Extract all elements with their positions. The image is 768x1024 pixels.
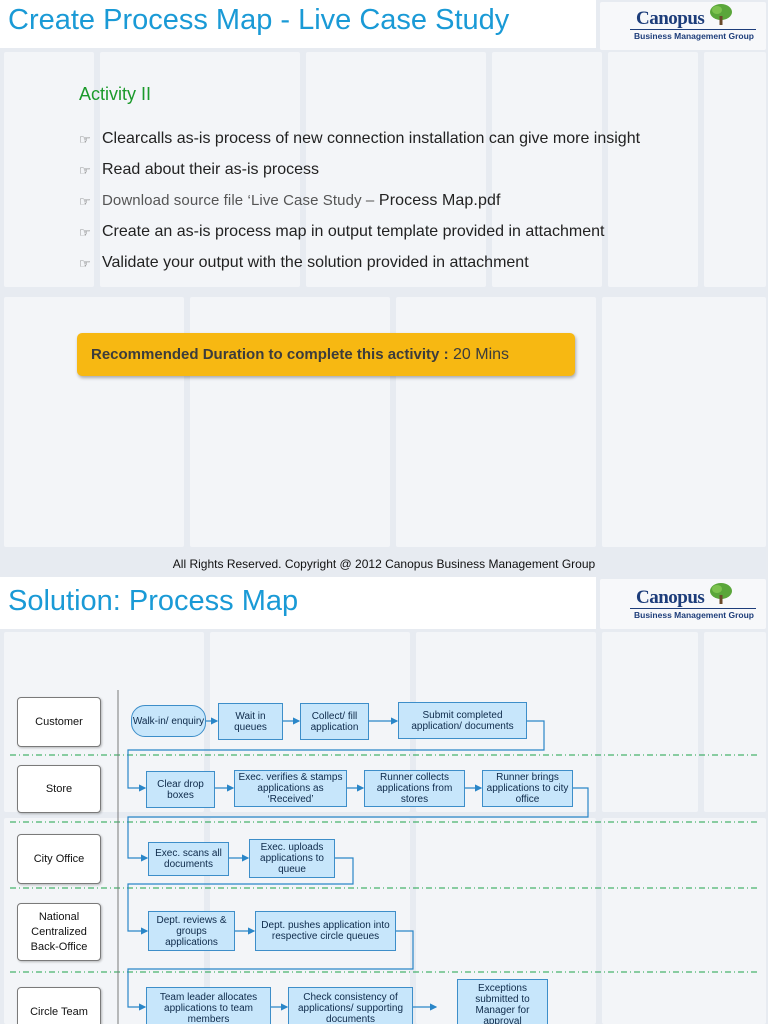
- step-runner-brings: Runner brings applications to city offic…: [482, 770, 573, 807]
- logo-name: Canopus: [636, 8, 705, 29]
- logo-subtitle: Business Management Group: [634, 610, 754, 620]
- step-collect-application: Collect/ fill application: [300, 703, 369, 740]
- lane-customer: Customer: [17, 697, 101, 747]
- lane-circle-team: Circle Team: [17, 987, 101, 1024]
- pointing-hand-icon: ☞: [79, 132, 91, 147]
- step-exec-verifies: Exec. verifies & stamps applications as …: [234, 770, 347, 807]
- lane-store: Store: [17, 765, 101, 813]
- list-item: ☞Validate your output with the solution …: [79, 252, 640, 283]
- step-walkin-enquiry: Walk-in/ enquiry: [131, 705, 206, 737]
- lane-national-back-office: National Centralized Back-Office: [17, 903, 101, 961]
- solution-title: Solution: Process Map: [8, 585, 299, 617]
- step-dept-reviews: Dept. reviews & groups applications: [148, 911, 235, 951]
- company-logo: Canopus Business Management Group: [612, 4, 762, 48]
- pointing-hand-icon: ☞: [79, 225, 91, 240]
- lane-city-office: City Office: [17, 834, 101, 884]
- list-item: ☞Create an as-is process map in output t…: [79, 221, 640, 252]
- list-item: ☞Download source file ‘Live Case Study –…: [79, 190, 640, 221]
- copyright-footer: All Rights Reserved. Copyright @ 2012 Ca…: [172, 557, 596, 571]
- pointing-hand-icon: ☞: [79, 194, 91, 209]
- step-wait-in-queues: Wait in queues: [218, 703, 283, 740]
- step-check-consistency: Check consistency of applications/ suppo…: [288, 987, 413, 1024]
- logo-name: Canopus: [636, 587, 705, 608]
- process-flow-connectors: [10, 690, 760, 1024]
- logo-subtitle: Business Management Group: [634, 31, 754, 41]
- page-title: Create Process Map - Live Case Study: [8, 4, 510, 36]
- list-item: ☞Clearcalls as-is process of new connect…: [79, 128, 640, 159]
- slide-activity: Create Process Map - Live Case Study Can…: [0, 0, 768, 577]
- step-runner-collects: Runner collects applications from stores: [364, 770, 465, 807]
- step-submit-application: Submit completed application/ documents: [398, 702, 527, 739]
- activity-heading: Activity II: [79, 84, 152, 104]
- step-clear-drop-boxes: Clear drop boxes: [146, 771, 215, 808]
- step-dept-pushes: Dept. pushes application into respective…: [255, 911, 396, 951]
- company-logo: Canopus Business Management Group: [612, 583, 762, 627]
- tree-icon: [710, 4, 732, 25]
- step-team-leader-allocates: Team leader allocates applications to te…: [146, 987, 271, 1024]
- step-exec-uploads: Exec. uploads applications to queue: [249, 839, 335, 878]
- pointing-hand-icon: ☞: [79, 163, 91, 178]
- pointing-hand-icon: ☞: [79, 256, 91, 271]
- duration-callout: Recommended Duration to complete this ac…: [77, 333, 575, 376]
- step-exec-scans: Exec. scans all documents: [148, 842, 229, 876]
- tree-icon: [710, 583, 732, 604]
- instruction-list: ☞Clearcalls as-is process of new connect…: [79, 128, 640, 283]
- slide-solution: Solution: Process Map Canopus Business M…: [0, 577, 768, 1024]
- step-exceptions-to-manager: Exceptions submitted to Manager for appr…: [457, 979, 548, 1024]
- list-item: ☞Read about their as-is process: [79, 159, 640, 190]
